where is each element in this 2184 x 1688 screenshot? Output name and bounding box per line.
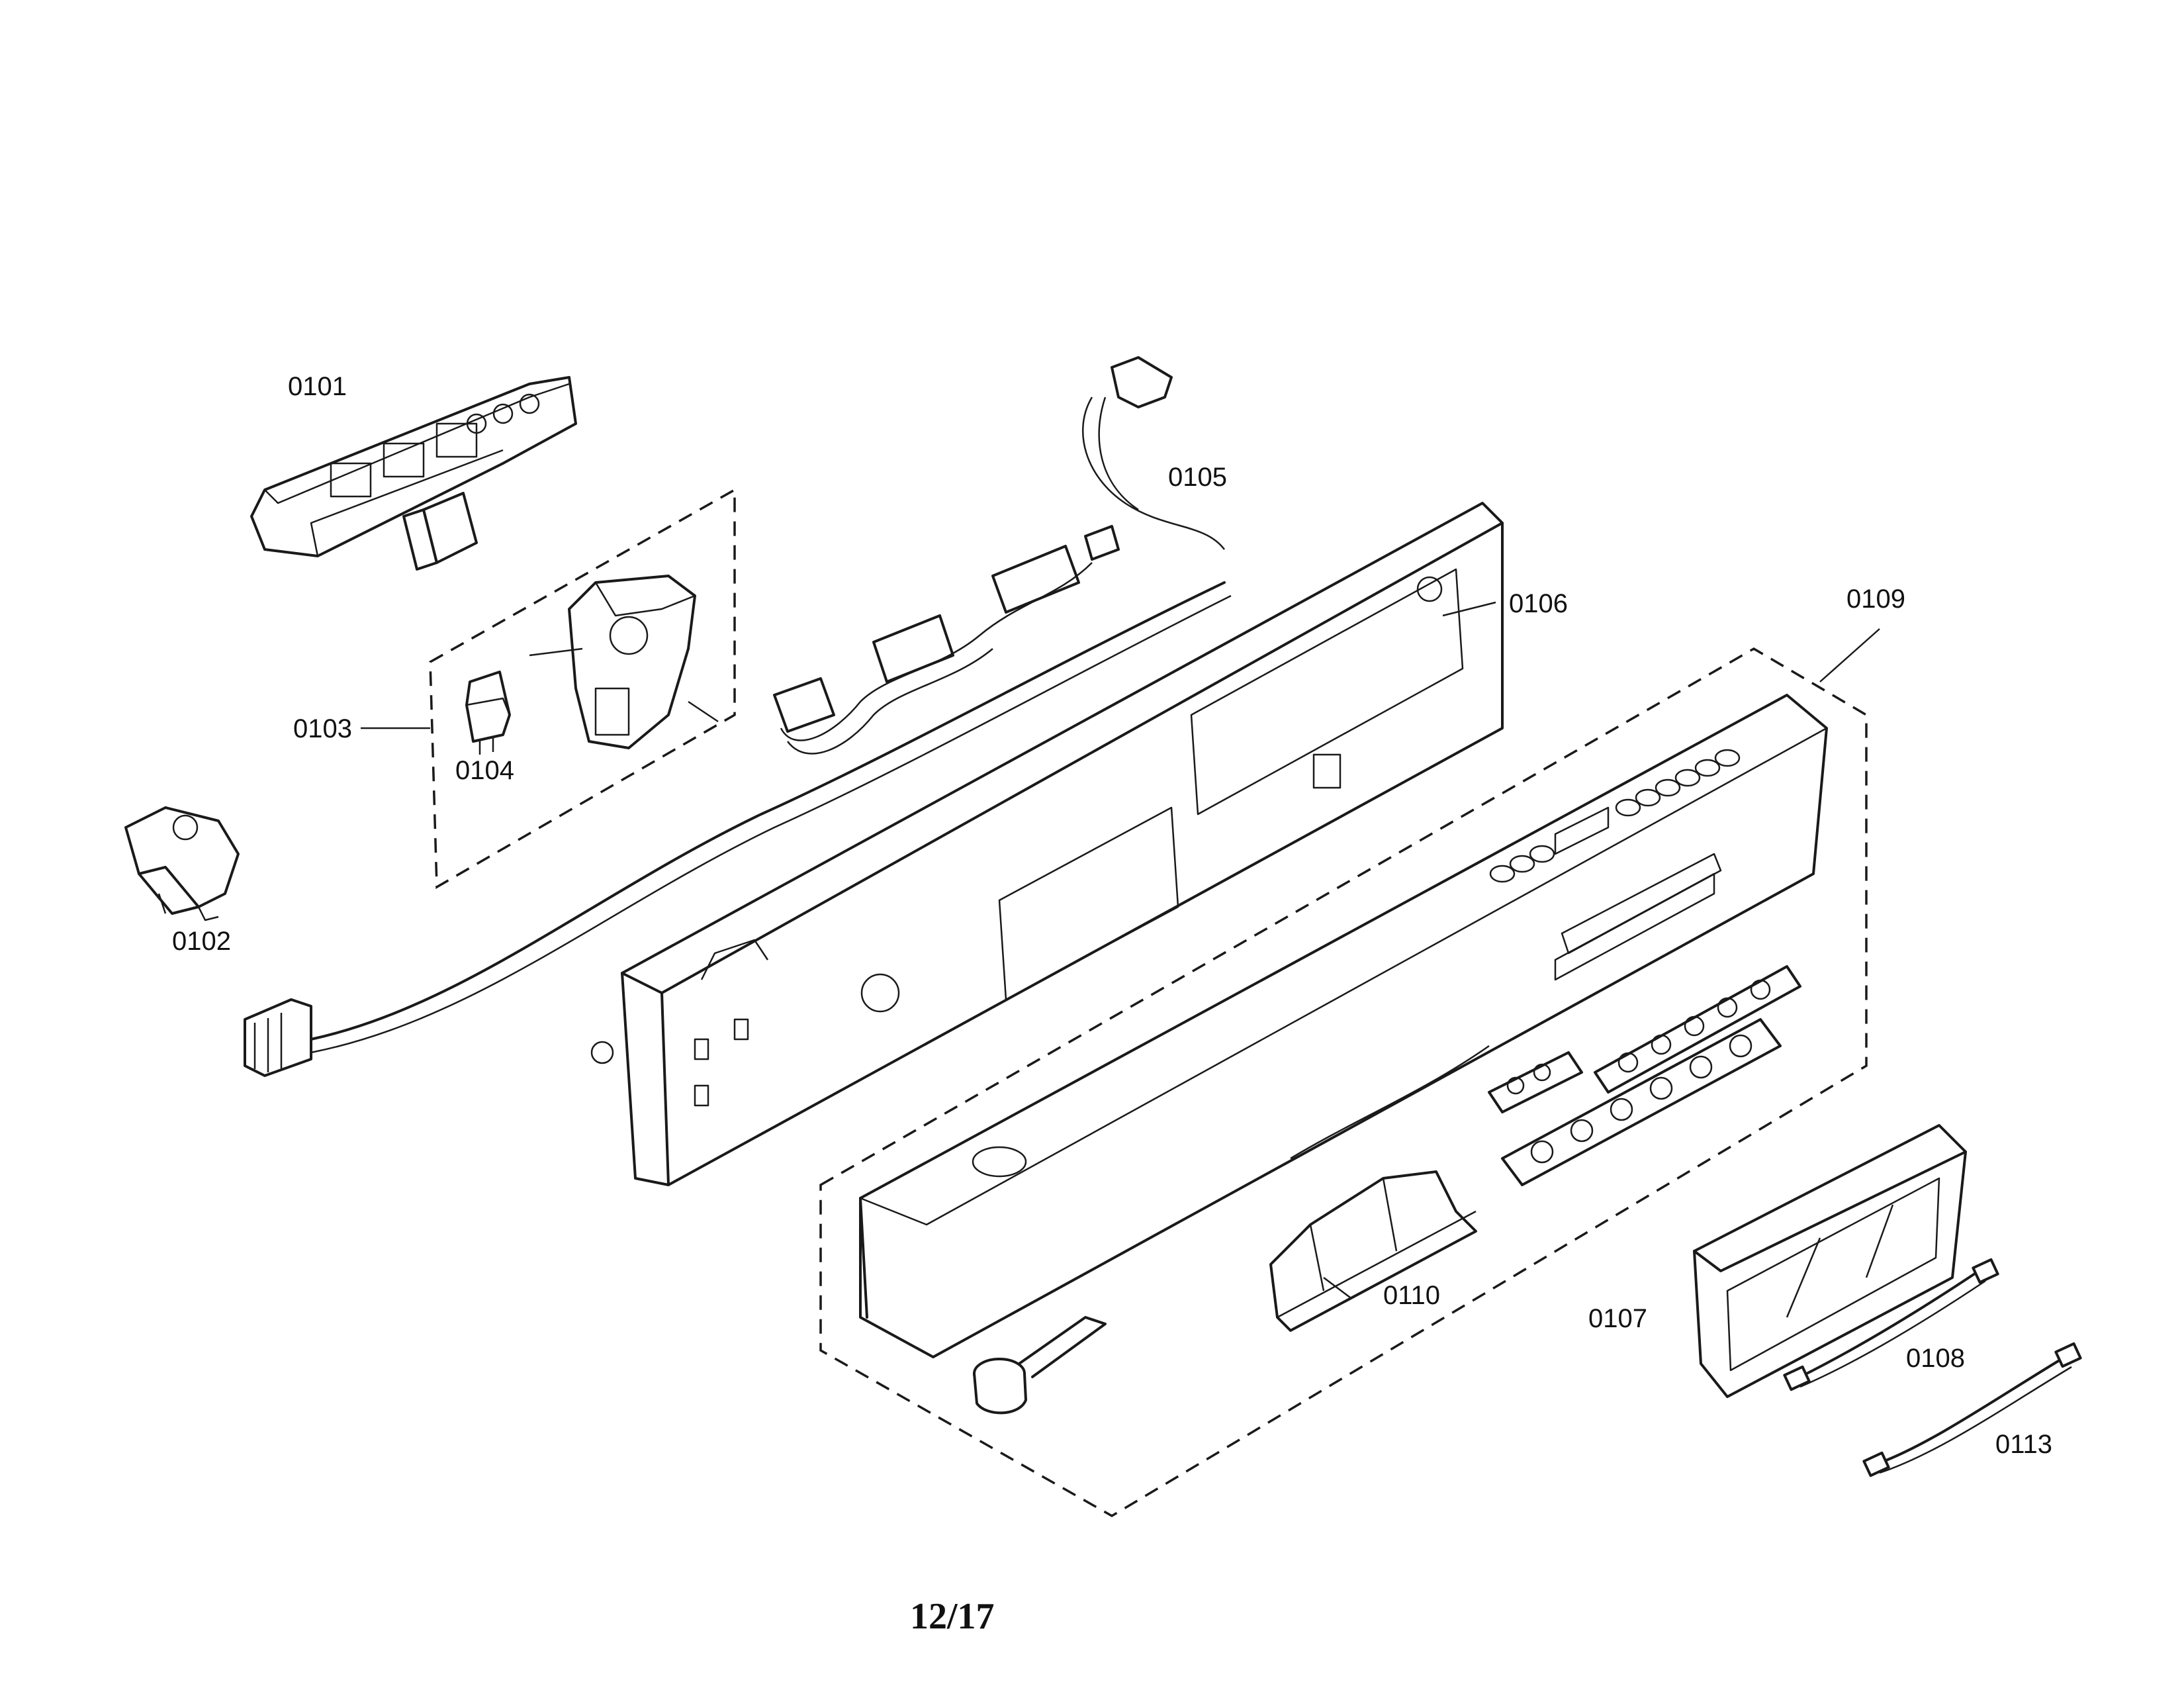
label-0113: 0113 [1995,1430,2052,1459]
leader-0110 [1323,1277,1351,1298]
part-0101-control-module [250,376,577,571]
page-number: 12/17 [910,1596,995,1637]
label-0110: 0110 [1383,1281,1440,1310]
knob-light-pipe [973,1316,1107,1415]
label-0101: 0101 [288,372,347,401]
button-strip-small [1488,1051,1583,1113]
part-0104-relay [465,671,511,755]
part-0108-cable [1783,1258,1999,1391]
label-0102: 0102 [172,927,231,956]
part-0106-panel-frame [590,502,1504,1186]
button-strip-upper [1594,965,1801,1094]
part-0110-dispenser-lever [1269,1170,1477,1332]
button-strip-lower [1501,1018,1782,1186]
label-0105: 0105 [1168,463,1227,492]
label-0103: 0103 [293,714,352,743]
label-0106: 0106 [1509,589,1568,618]
part-0109-group [819,628,1880,1518]
label-0104: 0104 [455,756,514,785]
part-0102-switch [124,806,240,921]
leader-0106 [1442,601,1496,617]
part-0105-wire-harness [244,356,1232,1077]
label-0107: 0107 [1588,1304,1647,1333]
label-0108: 0108 [1906,1344,1965,1373]
part-0113-cable [1862,1342,2082,1477]
part-0109-fascia-panel [859,694,1828,1358]
part-0107-display-module [1693,1124,1967,1398]
part-0103-group [361,488,736,889]
label-0109: 0109 [1846,585,1905,614]
